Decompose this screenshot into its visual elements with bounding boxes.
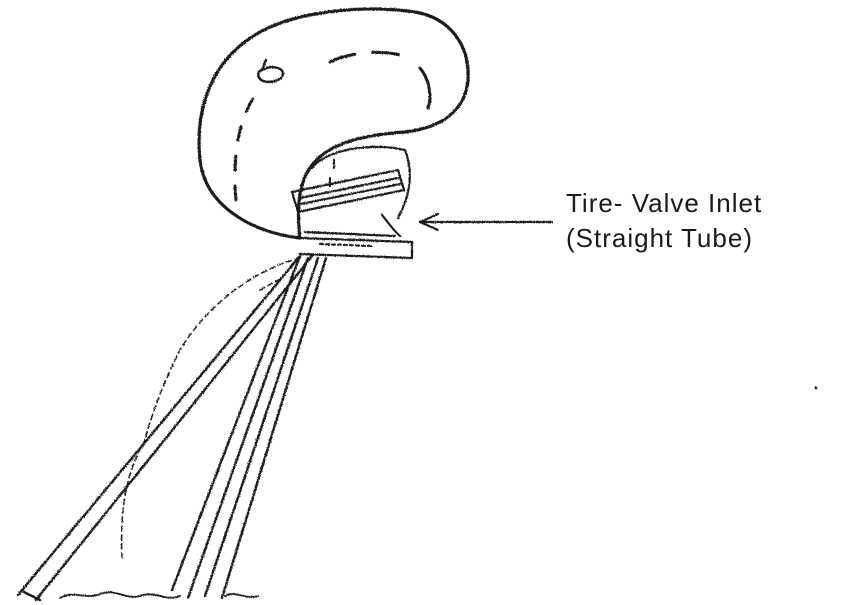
hood-inner-dash-3 bbox=[420, 68, 430, 108]
stand-leg-left bbox=[18, 256, 312, 600]
stand-leg-right bbox=[172, 256, 326, 598]
speck-mark bbox=[815, 387, 818, 390]
knob-icon bbox=[258, 60, 283, 82]
callout-label: Tire- Valve Inlet (Straight Tube) bbox=[566, 186, 762, 256]
callout-line-1: Tire- Valve Inlet bbox=[566, 186, 762, 221]
ground-line bbox=[60, 592, 258, 598]
callout-arrow bbox=[420, 214, 552, 230]
hood-inner-dash-1 bbox=[235, 88, 262, 200]
mouth-edge bbox=[312, 147, 410, 218]
base-plate bbox=[300, 215, 412, 258]
hood-inner-dash-2 bbox=[330, 52, 400, 62]
callout-line-2: (Straight Tube) bbox=[566, 221, 762, 256]
